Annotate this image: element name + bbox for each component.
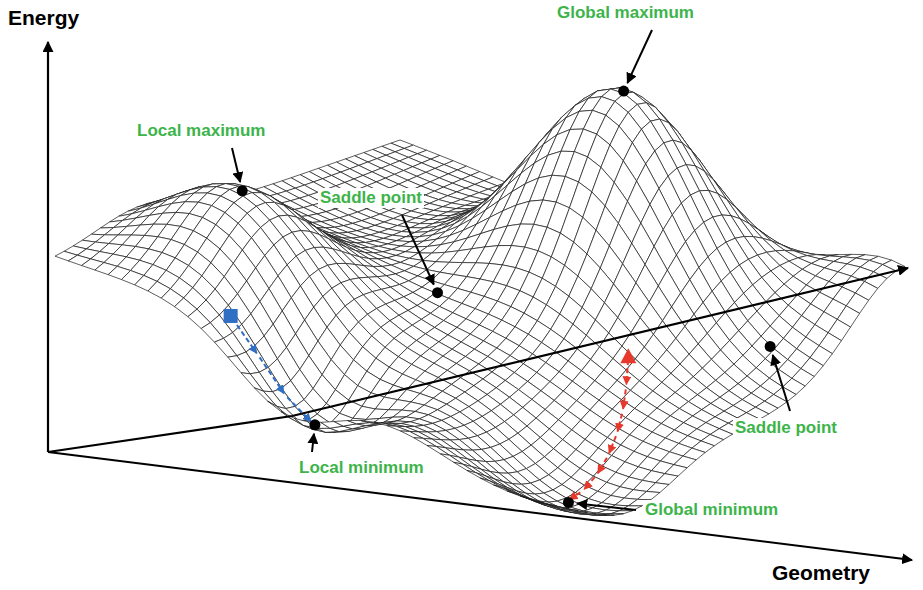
feature-label: Global maximum <box>555 3 696 23</box>
geometry-axis <box>48 452 912 560</box>
feature-point <box>618 86 629 97</box>
feature-point <box>432 287 443 298</box>
mesh-cell <box>440 454 462 464</box>
feature-label: Local minimum <box>297 458 426 478</box>
mesh-cell <box>254 388 276 407</box>
descent-step <box>626 360 628 384</box>
descent-step <box>609 436 616 453</box>
blue-descent-path <box>232 318 311 421</box>
mesh-cell <box>414 438 436 447</box>
mesh-cell <box>427 446 449 456</box>
surface-mesh <box>55 88 905 515</box>
mesh-cell <box>401 431 423 438</box>
start-triangle <box>620 348 636 363</box>
descent-step <box>232 318 256 353</box>
mesh-cell <box>201 323 223 342</box>
mesh-cell <box>647 483 669 493</box>
start-square <box>224 309 238 323</box>
mesh-cell <box>241 373 263 391</box>
leader-arrow <box>577 503 636 510</box>
leader-arrow <box>232 148 240 182</box>
descent-step <box>618 414 623 432</box>
mesh-cell <box>214 338 236 357</box>
leader-arrow <box>312 434 314 452</box>
descent-step <box>260 357 284 393</box>
feature-label: Saddle point <box>733 418 839 438</box>
feature-label: Saddle point <box>318 188 424 208</box>
descent-step <box>287 397 311 421</box>
axis-label: Energy <box>6 6 81 30</box>
leader-arrow <box>627 30 652 83</box>
feature-label: Local maximum <box>135 121 268 141</box>
feature-point <box>563 497 574 508</box>
mesh-cell <box>467 470 489 480</box>
descent-step <box>584 477 595 489</box>
overlay <box>48 30 912 560</box>
mesh-cell <box>638 491 660 499</box>
energy-axis <box>47 42 49 452</box>
mesh-cell <box>480 478 502 488</box>
depth-axis <box>48 268 908 452</box>
feature-point <box>765 341 776 352</box>
mesh-cell <box>374 422 396 426</box>
mesh-cell <box>228 356 250 374</box>
mesh-cell <box>387 426 409 432</box>
feature-label: Global minimum <box>643 500 780 520</box>
descent-step <box>598 458 607 474</box>
mesh-cell <box>454 462 476 473</box>
red-descent-path <box>569 360 628 499</box>
leader-arrow <box>773 355 790 411</box>
descent-step <box>623 389 626 408</box>
axis-label: Geometry <box>770 561 872 585</box>
feature-point <box>309 419 320 430</box>
feature-point <box>237 185 248 196</box>
leader-arrow <box>402 215 434 285</box>
